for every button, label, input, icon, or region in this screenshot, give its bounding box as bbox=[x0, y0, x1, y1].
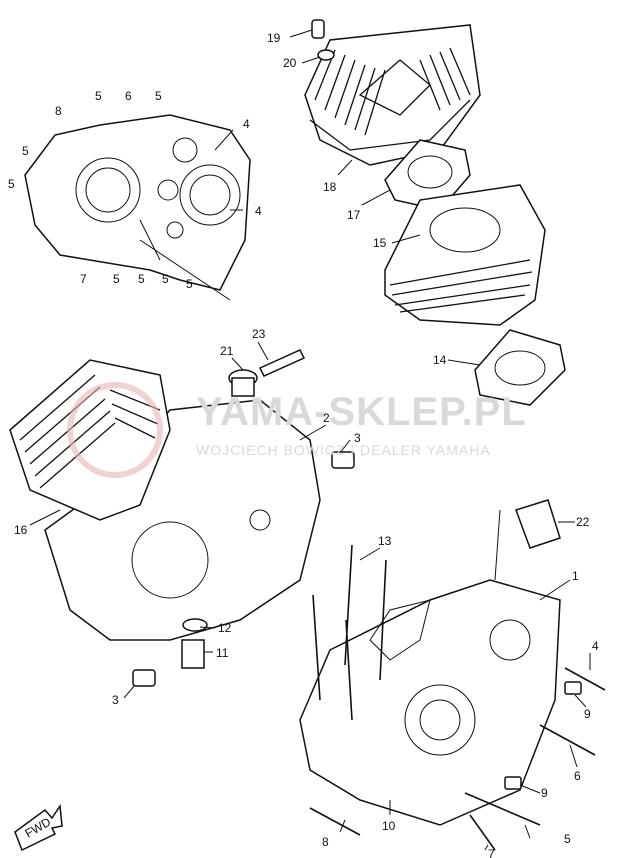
callout-13: 13 bbox=[378, 534, 392, 548]
callout-8b: 8 bbox=[322, 835, 329, 849]
callout-14: 14 bbox=[433, 353, 447, 367]
callout-17: 17 bbox=[347, 208, 361, 222]
callout-9b: 9 bbox=[541, 786, 548, 800]
callout-3a: 3 bbox=[354, 431, 361, 445]
watermark-logo-icon bbox=[67, 382, 163, 478]
callout-20: 20 bbox=[283, 56, 297, 70]
callout-8: 8 bbox=[55, 104, 62, 118]
callout-9a: 9 bbox=[584, 707, 591, 721]
callout-7a: 7 bbox=[80, 272, 87, 286]
watermark-subtitle: WOJCIECH BOWICZ | DEALER YAMAHA bbox=[196, 442, 491, 458]
callout-3b: 3 bbox=[112, 693, 119, 707]
crankcase-right bbox=[299, 579, 561, 826]
crankcase-face-view bbox=[24, 114, 251, 301]
callout-11: 11 bbox=[216, 646, 229, 660]
base-gasket bbox=[474, 329, 566, 406]
callout-19: 19 bbox=[267, 31, 281, 45]
callout-1: 1 bbox=[572, 569, 579, 583]
dowel-pin-right bbox=[331, 451, 355, 469]
watermark-brand: YAMA-SKLEP.PL bbox=[196, 390, 527, 434]
breather-fitting bbox=[228, 349, 306, 397]
callout-4b: 4 bbox=[255, 204, 262, 218]
callout-2: 2 bbox=[323, 411, 330, 425]
callout-22: 22 bbox=[576, 515, 590, 529]
bolts-right bbox=[309, 667, 606, 851]
callout-5c: 5 bbox=[22, 144, 29, 158]
forward-arrow-icon: FWD bbox=[14, 803, 63, 852]
dowel-pin-left bbox=[132, 669, 156, 687]
cylinder-block bbox=[384, 184, 546, 326]
callout-5g: 5 bbox=[162, 272, 169, 286]
callout-5b: 5 bbox=[155, 89, 162, 103]
callout-21: 21 bbox=[220, 344, 234, 358]
callout-5h: 5 bbox=[186, 277, 193, 291]
callout-7b: 7 bbox=[488, 847, 495, 858]
head-gasket bbox=[384, 139, 471, 211]
drain-bolt bbox=[181, 618, 208, 669]
leader-lines bbox=[29, 29, 591, 851]
crankcase-left-assembly bbox=[9, 359, 321, 641]
callout-5a: 5 bbox=[95, 89, 102, 103]
cylinder-head-top bbox=[304, 24, 481, 166]
callout-5f: 5 bbox=[138, 272, 145, 286]
plug-cap bbox=[311, 19, 335, 61]
callout-12: 12 bbox=[218, 621, 232, 635]
callout-18: 18 bbox=[323, 180, 337, 194]
cylinder-studs bbox=[312, 544, 387, 721]
callout-15: 15 bbox=[373, 236, 387, 250]
callout-16: 16 bbox=[14, 523, 28, 537]
callout-4a: 4 bbox=[243, 117, 250, 131]
callout-23: 23 bbox=[252, 327, 266, 341]
callout-10: 10 bbox=[382, 819, 396, 833]
callout-labels: 19 20 18 17 15 14 8 5 6 5 4 5 5 4 7 5 5 … bbox=[8, 31, 599, 858]
callout-6: 6 bbox=[125, 89, 132, 103]
callout-5i: 5 bbox=[564, 832, 571, 846]
callout-6b: 6 bbox=[574, 769, 581, 783]
rubber-block bbox=[515, 499, 561, 549]
callout-4c: 4 bbox=[592, 639, 599, 653]
callout-5d: 5 bbox=[8, 177, 15, 191]
callout-5e: 5 bbox=[113, 272, 120, 286]
